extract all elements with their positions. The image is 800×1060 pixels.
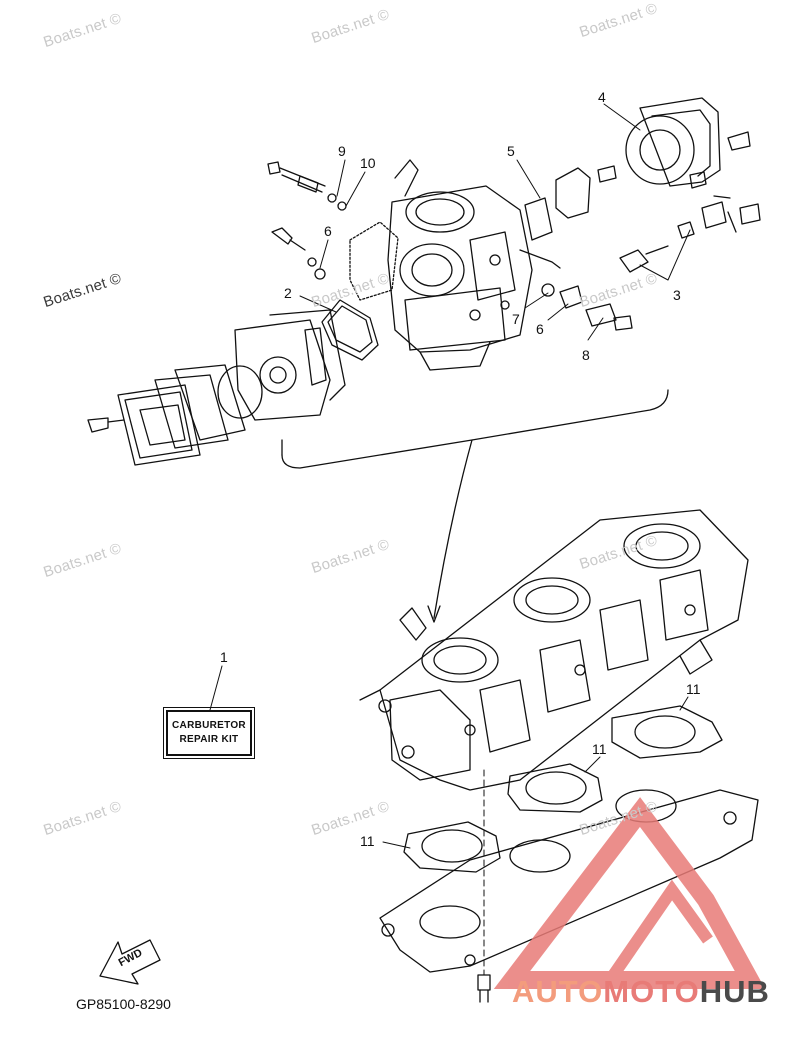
callout-8: 8 [582, 347, 590, 363]
callout-6-lower: 6 [536, 321, 544, 337]
callout-6-upper: 6 [324, 223, 332, 239]
callout-11-right: 11 [686, 681, 701, 697]
callout-11-middle: 11 [592, 741, 607, 757]
adjust-screws-left [267, 161, 347, 280]
diagram-code: GP85100-8290 [76, 996, 171, 1012]
callout-3: 3 [673, 287, 681, 303]
brand-logo-mark [493, 797, 766, 989]
kit-label-line-1: CARBURETOR [172, 720, 246, 731]
right-side-parts [524, 97, 761, 331]
callout-4: 4 [598, 89, 606, 105]
carburetor-body-upper [387, 159, 561, 371]
callout-2: 2 [284, 285, 292, 301]
callout-7: 7 [512, 311, 520, 327]
leader-lines-lower [209, 665, 689, 849]
fuel-pump-stack [87, 309, 346, 466]
leader-lines-upper [299, 103, 691, 341]
carburetor-assembly-lower [359, 509, 749, 791]
kit-label-line-2: REPAIR KIT [179, 734, 239, 745]
callout-9: 9 [338, 143, 346, 159]
carburetor-repair-kit-label: CARBURETOR REPAIR KIT [163, 707, 255, 759]
brand-part-3: HUB [699, 974, 770, 1009]
gaskets-11 [403, 705, 723, 873]
fwd-arrow-icon [99, 939, 161, 985]
brand-logo-text: AUTOMOTOHUB [512, 974, 770, 1010]
assembly-bracket [281, 389, 669, 623]
alignment-bolt [477, 769, 491, 1003]
callout-5: 5 [507, 143, 515, 159]
callout-10: 10 [360, 155, 376, 171]
callout-11-left: 11 [360, 833, 375, 849]
brand-part-1: AUTO [512, 974, 604, 1009]
brand-part-2: MOTO [603, 974, 700, 1009]
callout-1: 1 [220, 649, 228, 665]
diaphragm-gasket [349, 221, 399, 301]
